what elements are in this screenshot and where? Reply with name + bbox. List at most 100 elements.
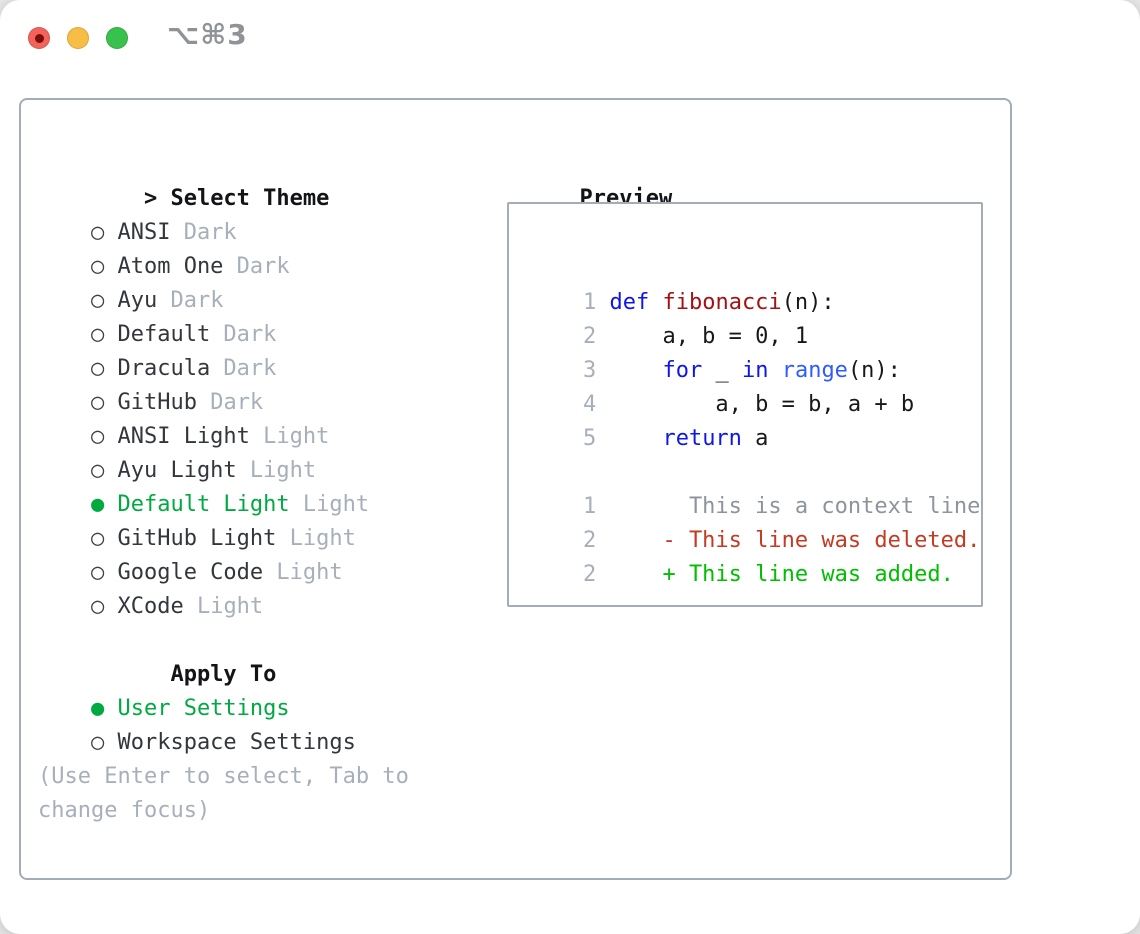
code-token: _ bbox=[702, 358, 742, 383]
theme-name: ANSI bbox=[117, 220, 171, 245]
code-token bbox=[609, 426, 662, 451]
code-text: def fibonacci(n): bbox=[609, 290, 834, 315]
radio-icon: ○ bbox=[90, 526, 105, 551]
code-token: in bbox=[741, 358, 769, 383]
theme-list-header: > Select Theme bbox=[38, 148, 409, 211]
help-text-line: change focus) bbox=[38, 798, 211, 823]
code-token bbox=[768, 358, 781, 383]
close-button[interactable] bbox=[28, 27, 50, 49]
theme-option[interactable]: ○ ANSI Light Light bbox=[38, 386, 409, 449]
code-line: 4 a, b = b, a + b bbox=[530, 354, 981, 417]
theme-name: Default bbox=[117, 322, 211, 347]
theme-option[interactable]: ○ Google Code Light bbox=[38, 522, 409, 585]
code-token: fibonacci bbox=[662, 290, 782, 315]
theme-variant: Dark bbox=[170, 220, 237, 245]
radio-icon: ○ bbox=[90, 356, 105, 381]
apply-to-option[interactable]: ○ Workspace Settings bbox=[38, 692, 409, 755]
line-number: 4 bbox=[582, 392, 597, 417]
theme-list-title: Select Theme bbox=[170, 186, 330, 211]
theme-name: Ayu bbox=[117, 288, 158, 313]
theme-option[interactable]: ○ Ayu Light Light bbox=[38, 420, 409, 483]
radio-icon: ○ bbox=[90, 288, 105, 313]
theme-variant: Dark bbox=[223, 254, 290, 279]
theme-variant: Light bbox=[263, 560, 343, 585]
theme-option[interactable]: ○ Ayu Dark bbox=[38, 250, 409, 313]
diff-line: 2+This line was added. bbox=[530, 524, 981, 587]
theme-option[interactable]: ○ GitHub Dark bbox=[38, 352, 409, 415]
code-token: return bbox=[662, 426, 742, 451]
radio-icon: ○ bbox=[90, 458, 105, 483]
unsaved-dot-icon bbox=[34, 33, 44, 43]
line-number: 3 bbox=[582, 358, 597, 383]
code-token: (n): bbox=[781, 290, 835, 315]
line-number: 5 bbox=[582, 426, 597, 451]
window-title-shortcut: ⌥⌘3 bbox=[167, 18, 248, 51]
code-token: a, b = 0, 1 bbox=[609, 324, 809, 349]
code-line: 3 for _ in range(n): bbox=[530, 320, 981, 383]
theme-variant: Dark bbox=[157, 288, 224, 313]
theme-variant: Dark bbox=[210, 356, 277, 381]
code-text: a, b = b, a + b bbox=[609, 392, 914, 417]
radio-icon: ● bbox=[90, 696, 105, 721]
line-number: 2 bbox=[582, 528, 597, 553]
window-titlebar bbox=[28, 26, 128, 50]
radio-icon: ○ bbox=[90, 730, 105, 755]
line-number: 2 bbox=[582, 562, 597, 587]
radio-icon: ○ bbox=[90, 254, 105, 279]
theme-option[interactable]: ●Default Light Light bbox=[38, 454, 409, 517]
theme-option[interactable]: ○ Default Dark bbox=[38, 284, 409, 347]
minimize-button[interactable] bbox=[67, 27, 89, 49]
code-token bbox=[609, 358, 662, 383]
diff-text: This line was deleted. bbox=[688, 528, 981, 553]
apply-to-options: ● User Settings ○ Workspace Settings bbox=[38, 658, 409, 755]
zoom-button[interactable] bbox=[106, 27, 128, 49]
code-line: 1 def fibonacci(n): bbox=[530, 252, 981, 315]
diff-line: 1 This is a context line. bbox=[530, 456, 981, 519]
theme-list-column: >Select Theme ○ANSI Dark ○Atom One Dark … bbox=[38, 148, 409, 828]
theme-name: Dracula bbox=[117, 356, 211, 381]
theme-option[interactable]: ○GitHub Light Light bbox=[38, 488, 409, 551]
theme-variant: Light bbox=[249, 424, 330, 449]
diff-marker-icon: - bbox=[662, 528, 676, 553]
cursor-icon: > bbox=[143, 186, 158, 211]
radio-icon: ○ bbox=[90, 322, 105, 347]
code-token: def bbox=[609, 290, 650, 315]
help-text-line: (Use Enter to select, Tab to bbox=[38, 764, 409, 789]
code-token: a bbox=[741, 426, 769, 451]
code-text: for _ in range(n): bbox=[609, 358, 900, 383]
apply-to-label: Workspace Settings bbox=[117, 730, 356, 755]
theme-name: XCode bbox=[117, 594, 184, 619]
apply-to-title: Apply To bbox=[170, 662, 277, 687]
line-number: 1 bbox=[582, 494, 597, 519]
radio-icon: ○ bbox=[90, 560, 105, 585]
diff-preview: 1 This is a context line. 2 -This line was… bbox=[530, 456, 981, 587]
code-token: (n): bbox=[847, 358, 901, 383]
theme-option[interactable]: ○Atom One Dark bbox=[38, 216, 409, 279]
theme-name: Ayu Light bbox=[117, 458, 237, 483]
theme-name: ANSI Light bbox=[117, 424, 250, 449]
theme-variant: Light bbox=[236, 458, 317, 483]
code-text: a, b = 0, 1 bbox=[609, 324, 808, 349]
theme-option[interactable]: ○ XCode Light bbox=[38, 556, 409, 619]
theme-variant: Dark bbox=[210, 322, 277, 347]
theme-name: Default Light bbox=[117, 492, 290, 517]
code-token: a, b = b, a + b bbox=[609, 392, 915, 417]
theme-option[interactable]: ○ Dracula Dark bbox=[38, 318, 409, 381]
preview-title: Preview bbox=[579, 186, 673, 211]
code-line: 5 return a bbox=[530, 388, 981, 451]
theme-variant: Light bbox=[183, 594, 264, 619]
diff-text: This is a context line. bbox=[688, 494, 983, 519]
apply-to-option[interactable]: ● User Settings bbox=[38, 658, 409, 721]
radio-icon: ○ bbox=[90, 390, 105, 415]
apply-to-label: User Settings bbox=[117, 696, 290, 721]
code-token bbox=[649, 290, 662, 315]
theme-option[interactable]: ○ANSI Dark bbox=[38, 182, 409, 245]
line-number: 1 bbox=[582, 290, 597, 315]
code-token: for bbox=[662, 358, 703, 383]
theme-name: GitHub bbox=[117, 390, 197, 415]
code-text: return a bbox=[609, 426, 768, 451]
theme-name: Google Code bbox=[117, 560, 264, 585]
theme-select-dialog: >Select Theme ○ANSI Dark ○Atom One Dark … bbox=[19, 98, 1012, 880]
